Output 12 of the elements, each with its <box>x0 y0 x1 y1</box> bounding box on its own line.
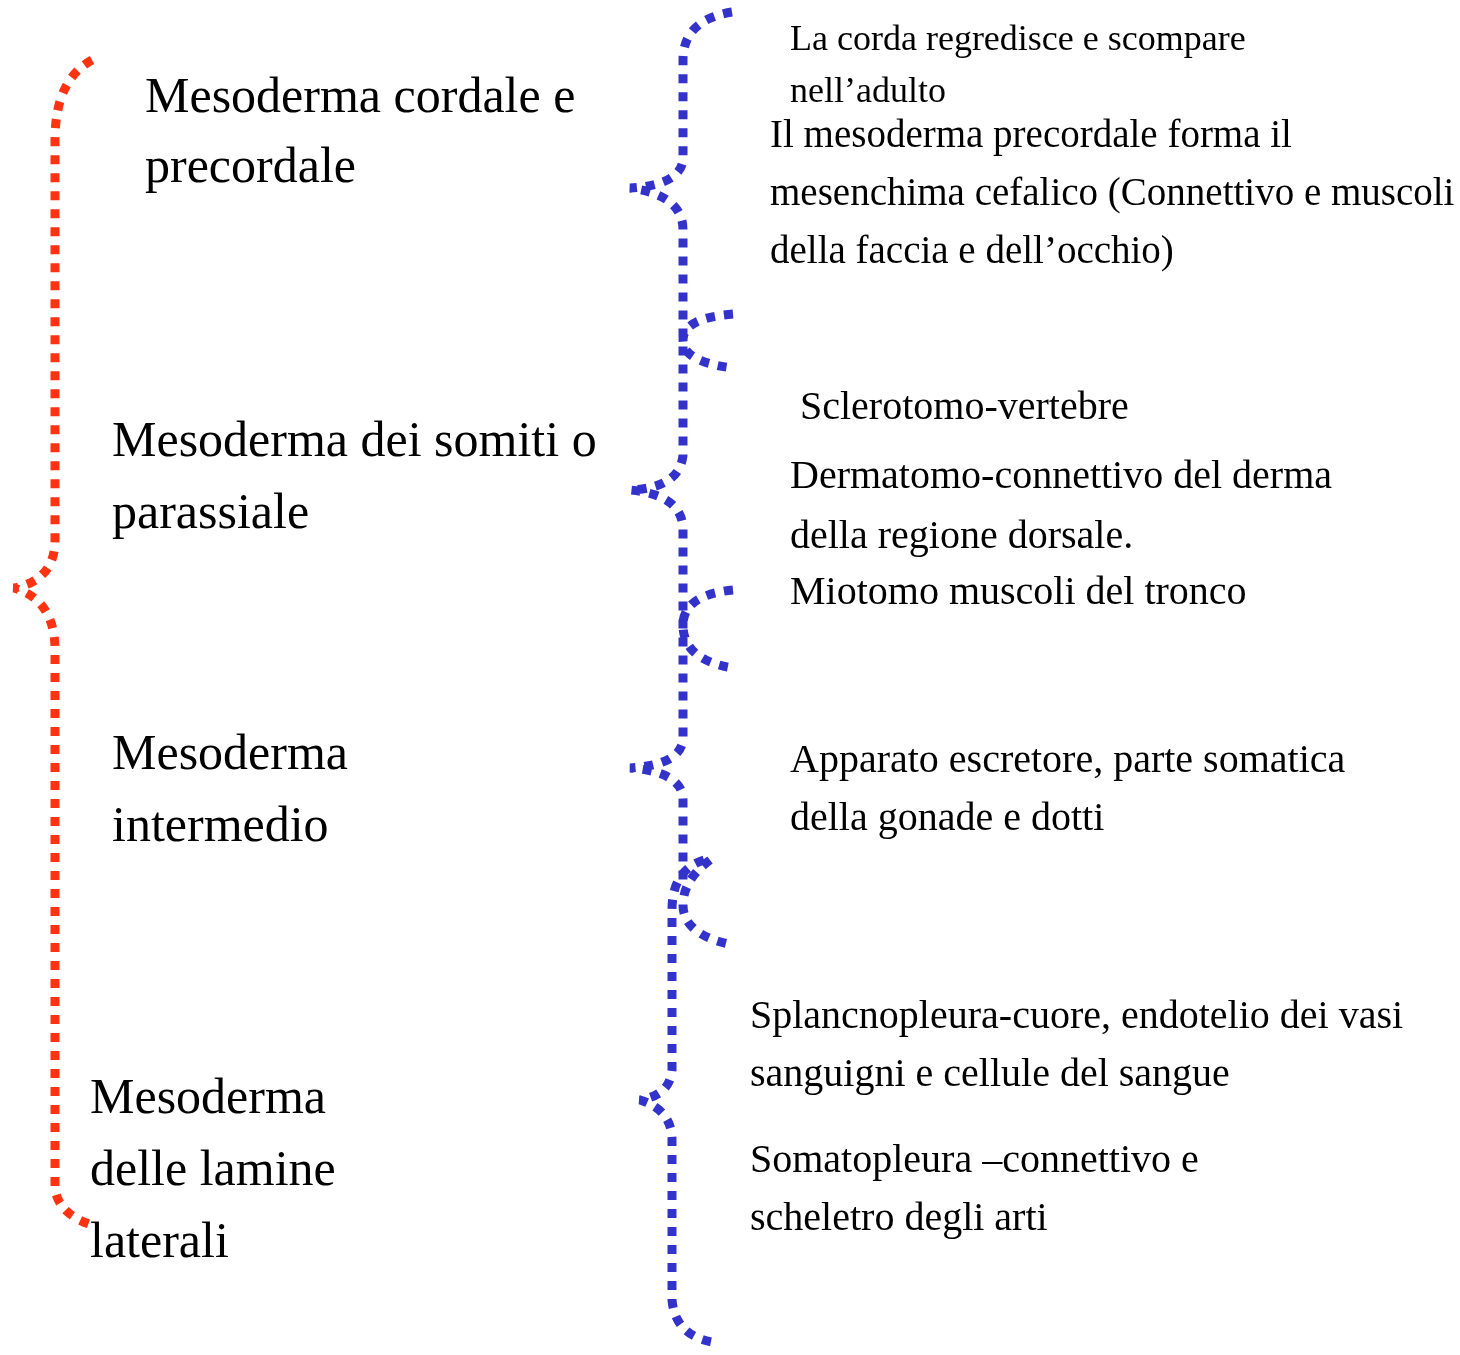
description-text: Sclerotomo-vertebre <box>800 382 1130 430</box>
heading-text: Mesoderma intermedio <box>112 723 350 854</box>
description-text: La corda regredisce e scompare nell’adulto <box>790 17 1247 112</box>
heading-text: Mesoderma cordale e precordale <box>145 66 577 195</box>
description-text: Apparato escretore, parte somatica della gonade e dotti <box>790 735 1347 841</box>
description-text: Il mesoderma precordale forma il mesenchima cefalico (Connettivo e muscoli della faccia e dell’occhio) <box>770 111 1456 274</box>
heading-text: Mesoderma delle lamine laterali <box>90 1067 337 1270</box>
description-text: Miotomo muscoli del tronco <box>790 567 1248 615</box>
description-text: Somatopleura –connettivo e scheletro degli arti <box>750 1135 1200 1241</box>
description-text: Dermatomo-connettivo del derma della regione dorsale. <box>790 451 1334 559</box>
description-text: Splancnopleura-cuore, endotelio dei vasi sanguigni e cellule del sangue <box>750 991 1405 1097</box>
heading-text: Mesoderma dei somiti o parassiale <box>112 410 598 541</box>
